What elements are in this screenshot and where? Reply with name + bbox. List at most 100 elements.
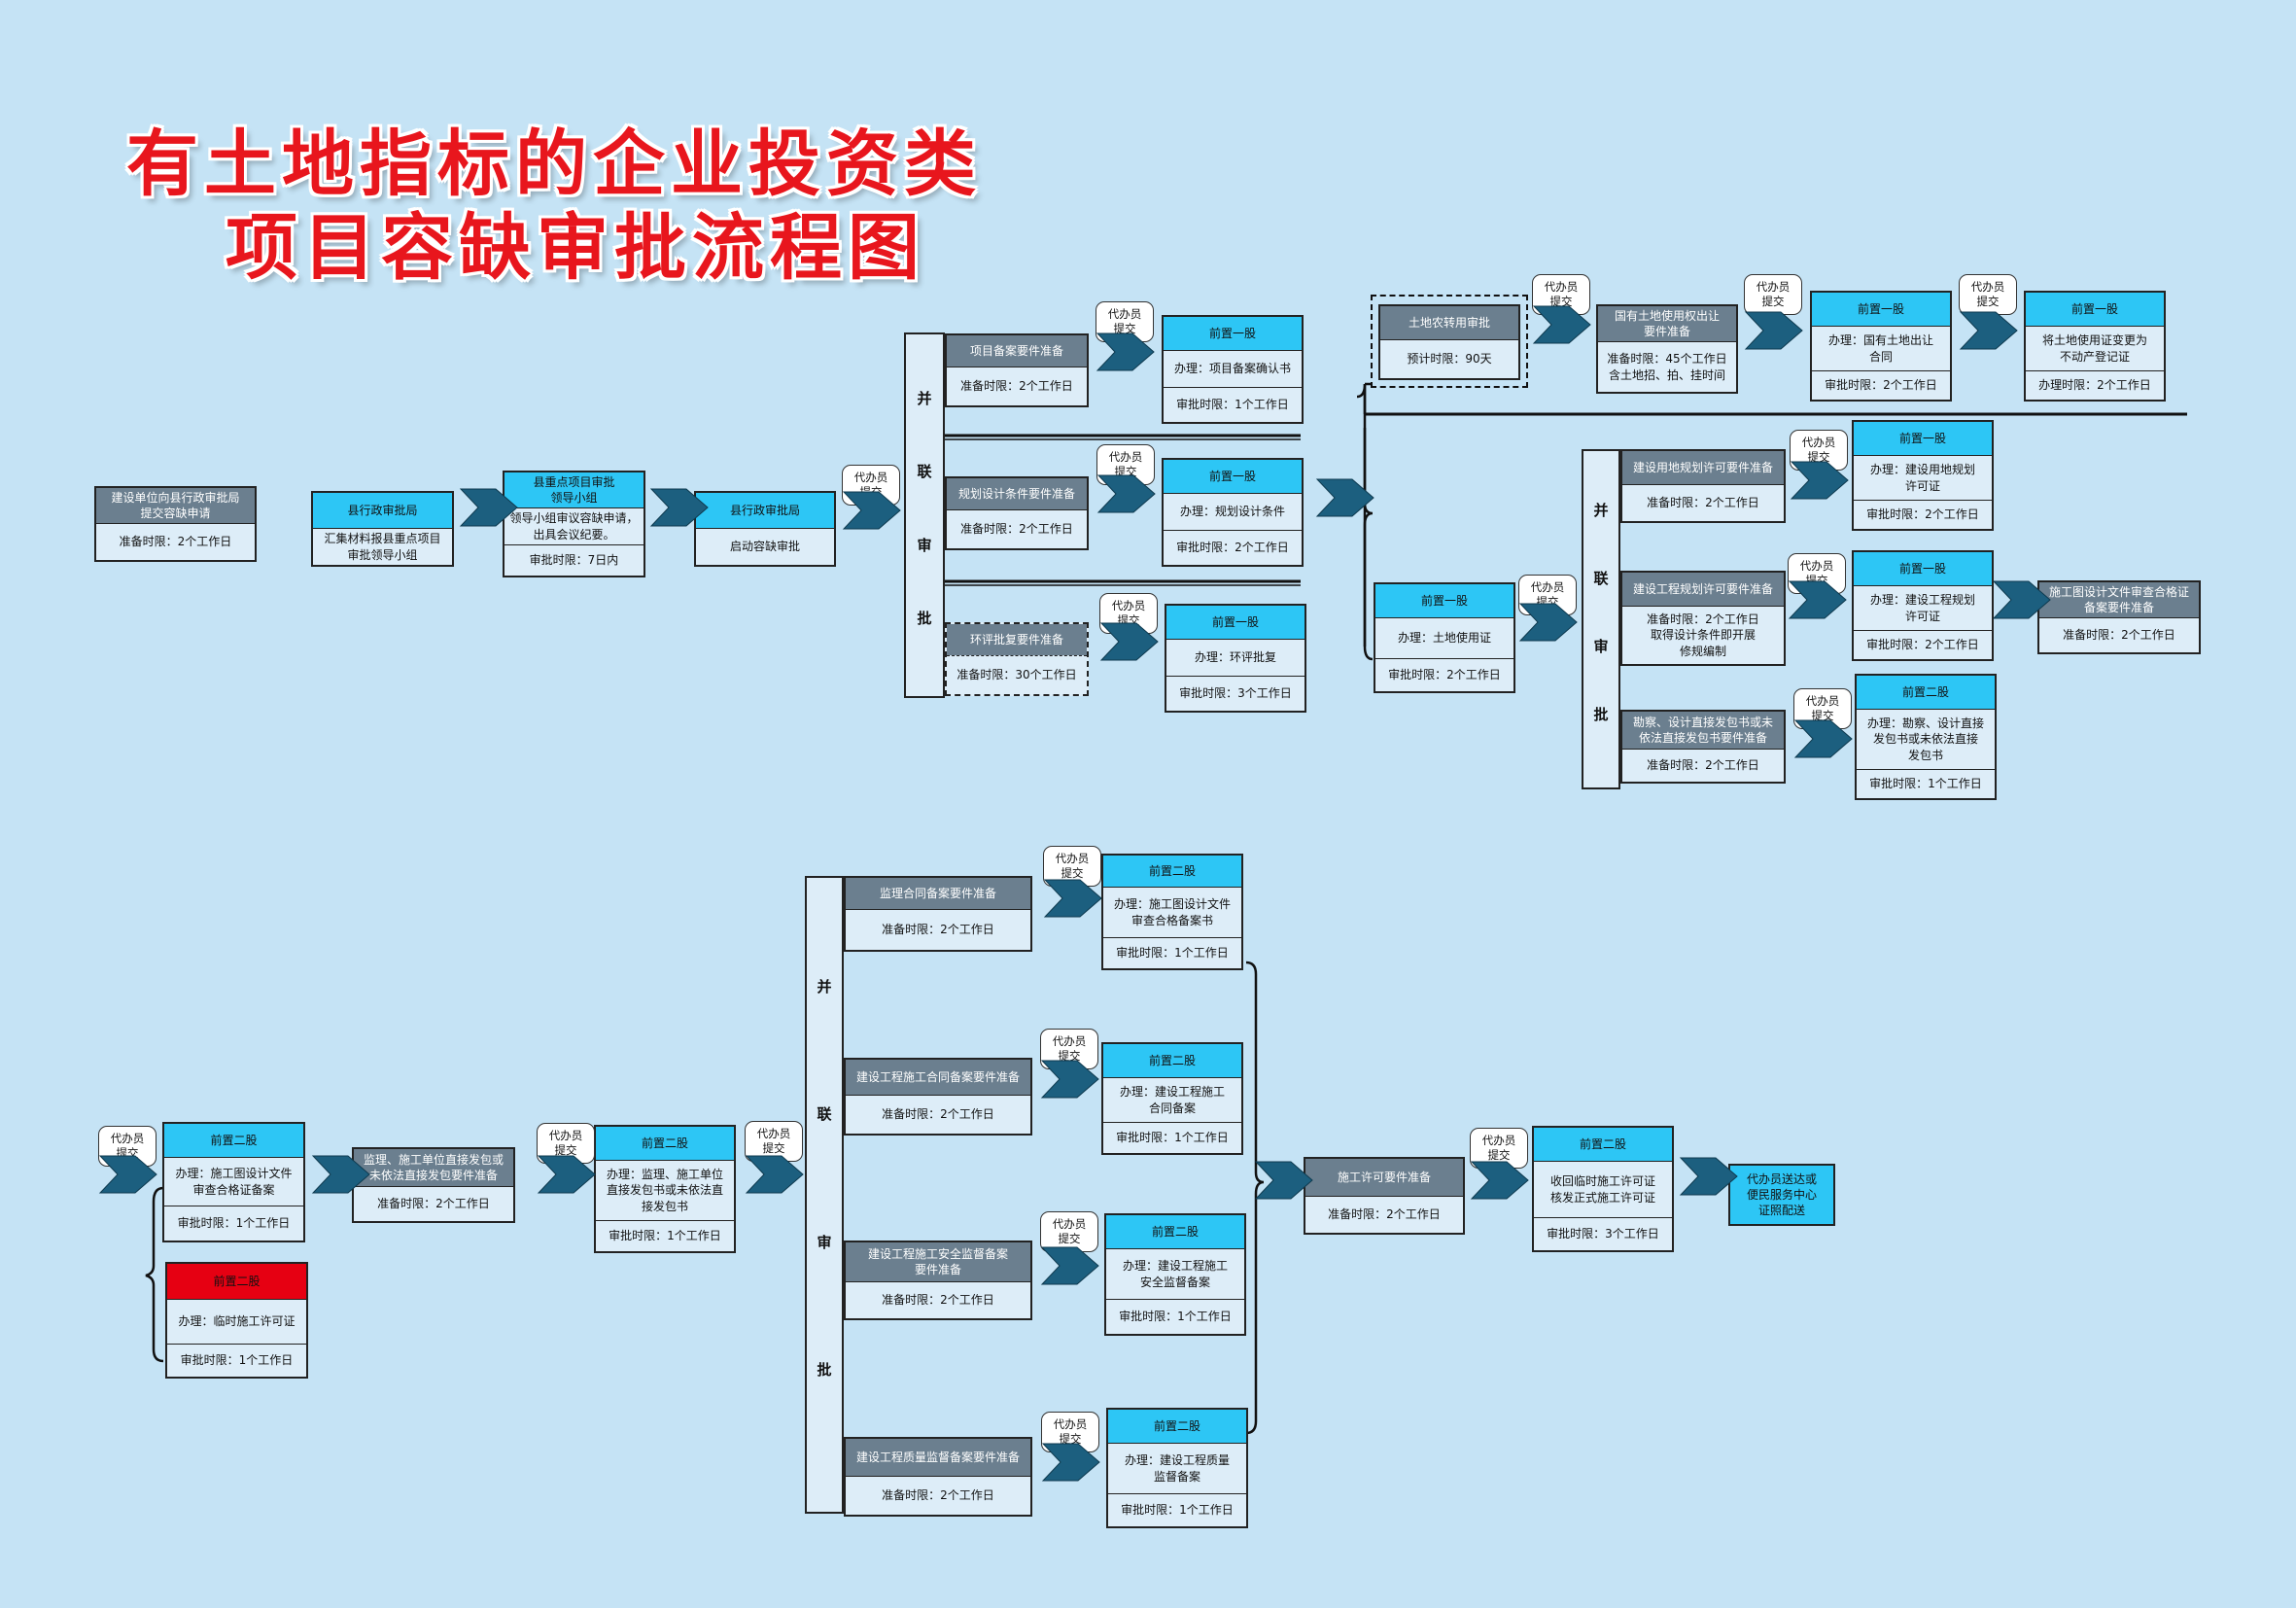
process-box-p1c: 环评批复要件准备准备时限：30个工作日 [945,622,1089,696]
parallel-label-char: 批 [1593,706,1609,723]
process-box-f3: 代办员送达或 便民服务中心 证照配送 [1728,1164,1835,1226]
box-header: 前置一股 [1854,552,1992,585]
box-row: 准备时限：2个工作日 [846,909,1030,950]
process-box-r2b: 前置一股办理：建设工程规划 许可证审批时限：2个工作日 [1852,550,1994,661]
flow-arrow-icon [745,1155,804,1194]
parallel-approval-bar: 并联审批 [805,876,844,1514]
process-box-r1b: 前置一股办理：规划设计条件审批时限：2个工作日 [1162,458,1304,567]
box-header: 前置一股 [2026,293,2164,326]
box-row: 准备时限：2个工作日 [846,1095,1030,1134]
box-row: 审批时限：1个工作日 [1857,769,1995,798]
box-header: 前置一股 [1812,293,1950,326]
box-row: 准备时限：2个工作日 [1622,749,1784,782]
box-row: 准备时限：2个工作日 [846,1281,1030,1318]
process-box-b2: 县行政审批局汇集材料报县重点项目 审批领导小组 [311,491,454,567]
flow-arrow-icon [1679,1157,1738,1196]
box-header: 前置一股 [1166,606,1305,639]
box-row: 办理：环评批复 [1166,639,1305,676]
process-box-p3d: 建设工程质量监督备案要件准备准备时限：2个工作日 [844,1437,1032,1517]
box-row: 准备时限：2个工作日 [354,1186,513,1221]
process-box-r2a: 前置一股办理：建设用地规划 许可证审批时限：2个工作日 [1852,420,1994,531]
process-box-r1c: 前置一股办理：环评批复审批时限：3个工作日 [1165,604,1306,713]
flow-arrow-icon [1040,1246,1099,1285]
flow-arrow-icon [1790,461,1849,500]
parallel-label-char: 并 [917,390,932,408]
box-header: 前置二股 [1103,1044,1241,1077]
dashed-frame [1371,295,1528,388]
box-row: 办理：建设工程质量 监督备案 [1108,1443,1246,1493]
box-row: 审批时限：1个工作日 [167,1344,306,1377]
box-header: 前置二股 [167,1264,306,1299]
box-row: 准备时限：2个工作日 [947,509,1087,548]
parallel-label-char: 审 [917,536,932,554]
flow-arrow-icon [1099,622,1159,661]
process-box-p2c: 勘察、设计直接发包书或未 依法直接发包书要件准备准备时限：2个工作日 [1620,710,1786,784]
box-row: 审批时限：2个工作日 [1854,630,1992,659]
process-box-b1: 建设单位向县行政审批局 提交容缺申请准备时限：2个工作日 [94,486,257,562]
agent-submit-bubble: 代办员 提交 [1788,553,1846,594]
process-box-r3b: 前置二股办理：建设工程施工 合同备案审批时限：1个工作日 [1101,1042,1243,1155]
box-row: 预计时限：90天 [1380,339,1518,378]
box-header: 建设用地规划许可要件准备 [1622,451,1784,484]
parallel-label-char: 审 [817,1233,832,1251]
parallel-approval-bar: 并联审批 [1582,449,1620,789]
box-row: 办理：施工图设计文件 审查合格证备案 [164,1157,303,1206]
process-box-p1b: 规划设计条件要件准备准备时限：2个工作日 [945,476,1089,550]
process-box-l1: 前置一股办理：土地使用证审批时限：2个工作日 [1374,582,1515,693]
flow-arrow-icon [98,1155,157,1194]
flow-arrow-icon [1518,603,1578,642]
box-row: 将土地使用证变更为 不动产登记证 [2026,326,2164,370]
process-box-u1: 土地农转用审批预计时限：90天 [1378,304,1520,380]
parallel-approval-bar: 并联审批 [904,332,945,698]
box-header: 项目备案要件准备 [947,335,1087,367]
box-header: 建设工程施工安全监督备案 要件准备 [846,1242,1030,1281]
flow-arrow-icon [1096,474,1156,513]
flow-arrow-icon [1959,311,2018,350]
box-header: 县行政审批局 [313,493,452,528]
flow-arrow-icon [1470,1161,1529,1200]
brace-line [145,1186,164,1363]
box-header: 监理、施工单位直接发包或 未依法直接发包要件准备 [354,1149,513,1186]
box-row: 审批时限：3个工作日 [1534,1217,1672,1250]
box-row: 办理：建设工程施工 安全监督备案 [1106,1248,1244,1299]
box-header: 建设工程规划许可要件准备 [1622,573,1784,606]
box-header: 代办员送达或 便民服务中心 证照配送 [1730,1166,1833,1224]
box-header: 前置一股 [1164,460,1302,493]
flow-arrow-icon [459,488,518,527]
process-box-p1a: 项目备案要件准备准备时限：2个工作日 [945,333,1089,407]
process-box-x1: 施工图设计文件审查合格证 备案要件准备准备时限：2个工作日 [2037,580,2201,654]
box-header: 前置二股 [596,1127,734,1160]
process-box-r3d: 前置二股办理：建设工程质量 监督备案审批时限：1个工作日 [1106,1408,1248,1528]
process-box-u2: 国有土地使用权出让 要件准备准备时限：45个工作日 含土地招、拍、挂时间 [1596,304,1738,394]
box-row: 办理：建设工程规划 许可证 [1854,585,1992,630]
box-header: 前置二股 [1106,1215,1244,1248]
box-row: 准备时限：2个工作日 取得设计条件即开展 修规编制 [1622,606,1784,664]
box-header: 建设工程质量监督备案要件准备 [846,1439,1030,1476]
box-row: 审批时限：2个工作日 [1854,500,1992,529]
process-box-p2a: 建设用地规划许可要件准备准备时限：2个工作日 [1620,449,1786,523]
flow-arrow-icon [311,1155,370,1194]
box-row: 审批时限：1个工作日 [1103,1122,1241,1153]
parallel-label-char: 联 [817,1105,832,1124]
box-header: 前置二股 [164,1124,303,1157]
parallel-label-char: 联 [1593,570,1609,587]
flow-arrow-icon [1744,311,1803,350]
flow-arrow-icon [842,491,901,530]
title-line-2: 项目容缺审批流程图 [226,206,925,290]
box-row: 准备时限：2个工作日 [2039,617,2199,652]
box-header: 前置一股 [1854,422,1992,455]
box-row: 办理：建设工程施工 合同备案 [1103,1077,1241,1122]
box-row: 办理：施工图设计文件 审查合格备案书 [1103,887,1241,937]
box-header: 施工图设计文件审查合格证 备案要件准备 [2039,582,2199,617]
process-box-c2: 前置二股办理：临时施工许可证审批时限：1个工作日 [165,1262,308,1379]
process-box-c3: 监理、施工单位直接发包或 未依法直接发包要件准备准备时限：2个工作日 [352,1147,515,1223]
box-header: 县行政审批局 [696,493,834,528]
box-header: 前置二股 [1103,856,1241,887]
flow-arrow-icon [537,1155,596,1194]
process-box-p3c: 建设工程施工安全监督备案 要件准备准备时限：2个工作日 [844,1241,1032,1320]
box-row: 审批时限：1个工作日 [1103,937,1241,968]
process-box-r3a: 前置二股办理：施工图设计文件 审查合格备案书审批时限：1个工作日 [1101,854,1243,970]
box-row: 办理：土地使用证 [1375,617,1513,658]
box-row: 审批时限：2个工作日 [1164,530,1302,565]
box-row: 审批时限：1个工作日 [1106,1299,1244,1334]
